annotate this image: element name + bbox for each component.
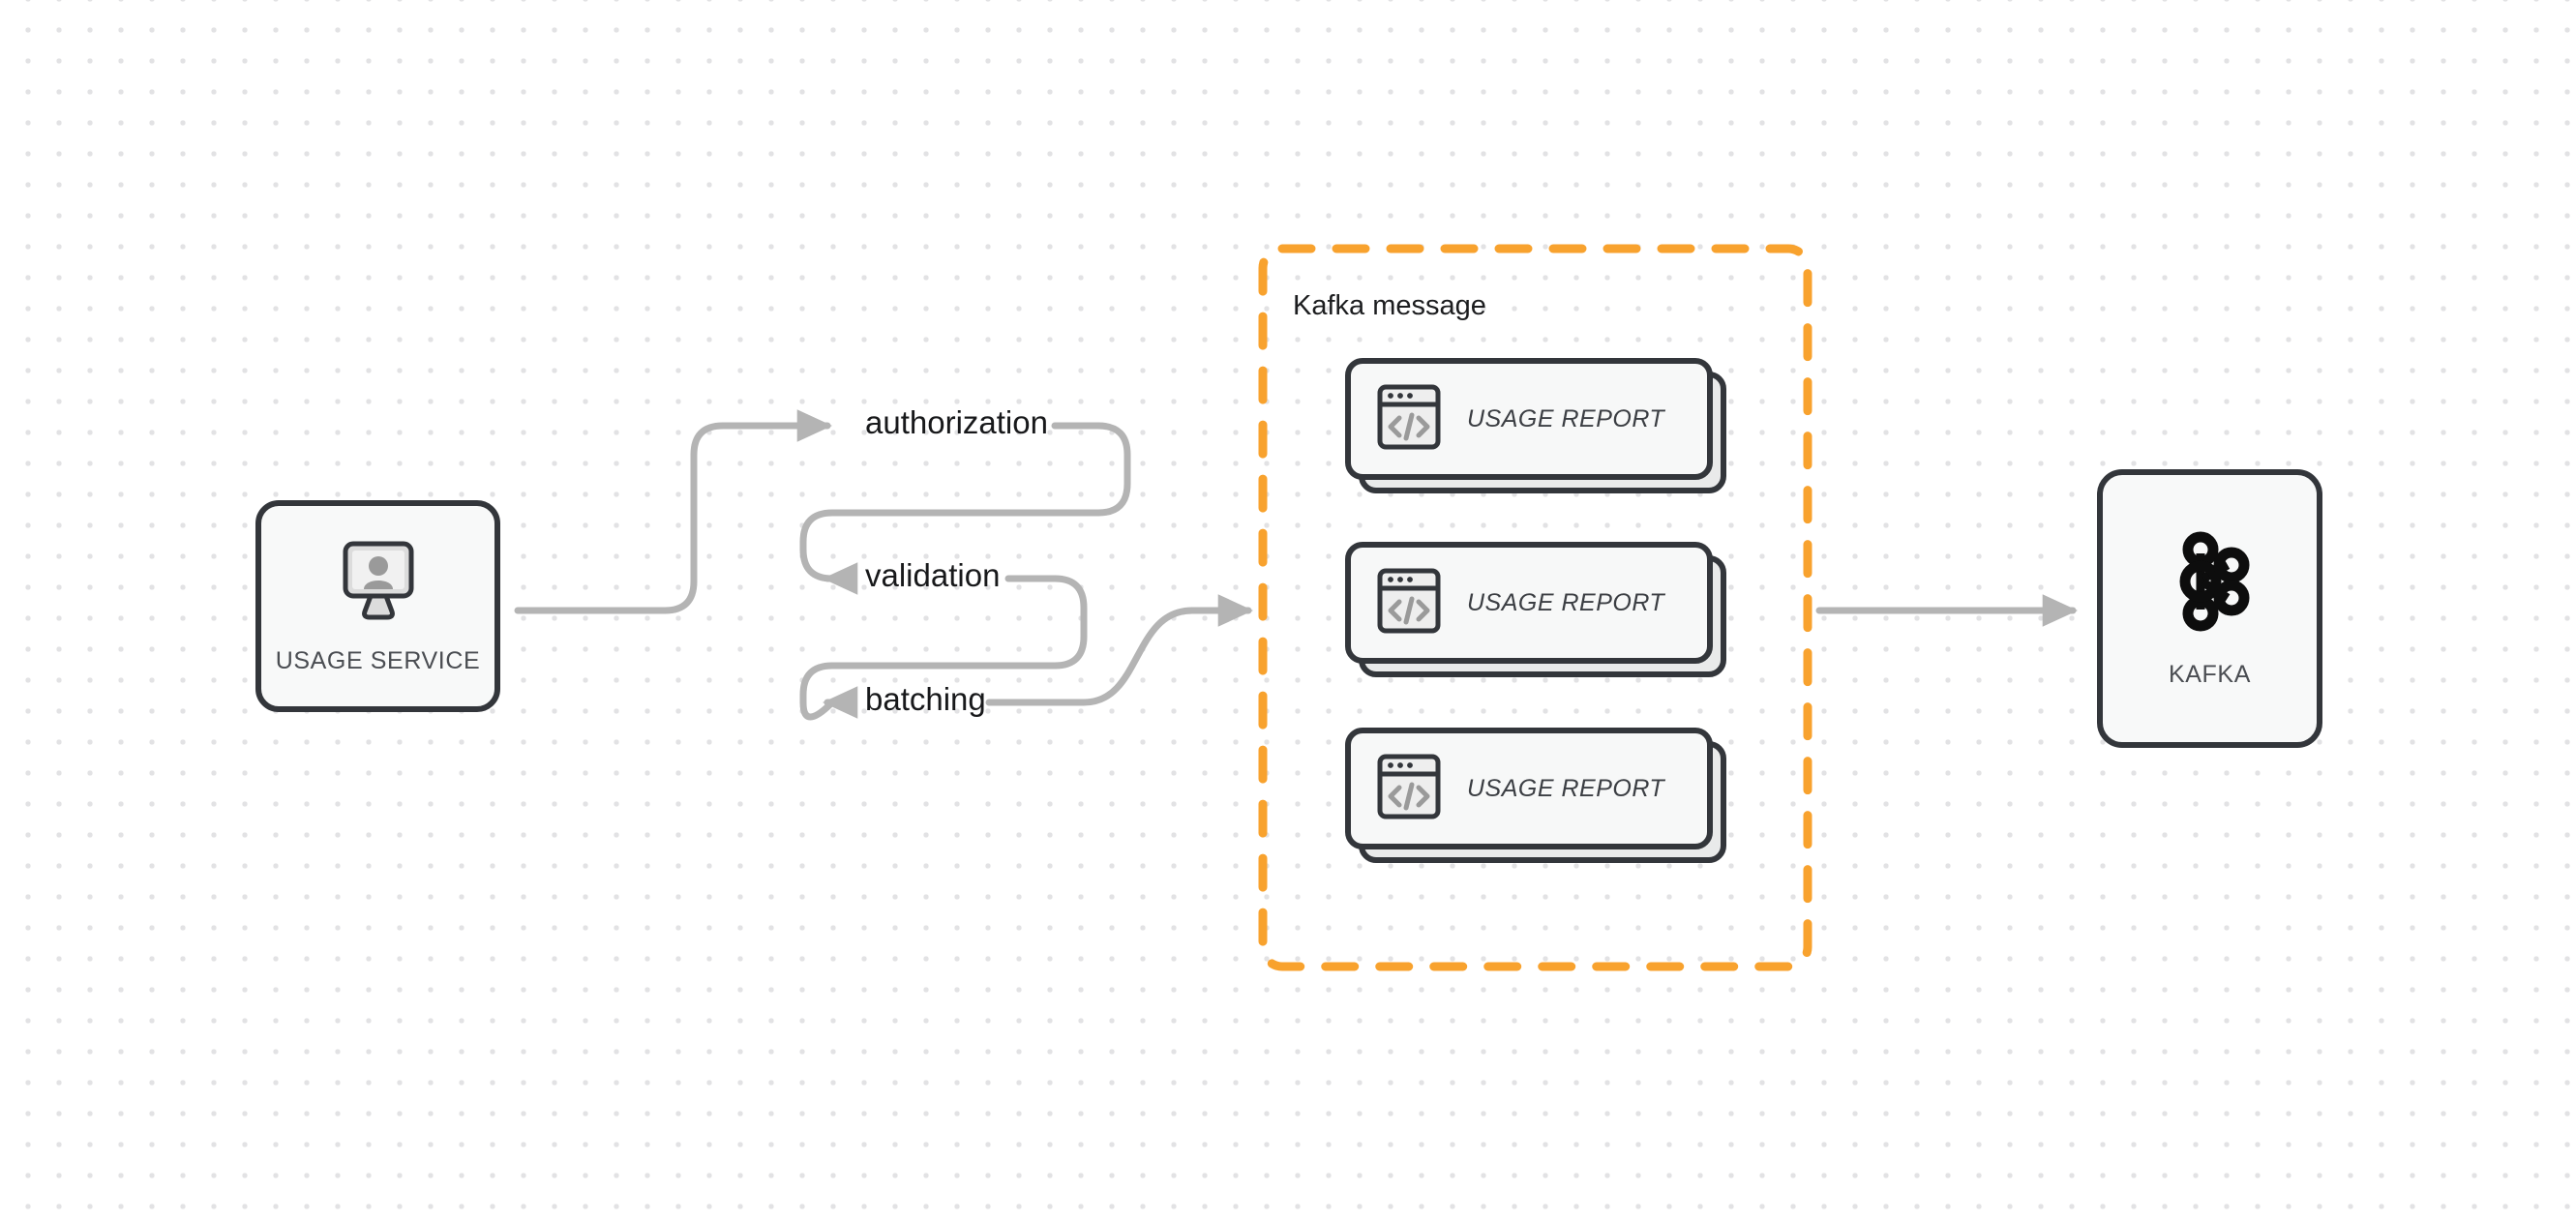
card-front[interactable]: USAGE REPORT (1345, 728, 1713, 849)
usage-report-label: USAGE REPORT (1467, 404, 1665, 432)
card-front[interactable]: USAGE REPORT (1345, 542, 1713, 664)
step-label-authorization[interactable]: authorization (865, 404, 1048, 440)
kafka-logo-icon (2164, 528, 2257, 640)
kafka-message-title: Kafka message (1293, 290, 1486, 321)
group-kafka-message[interactable]: Kafka message USAGE REP (1258, 244, 1812, 971)
connector-authorization-to-validation (799, 422, 1131, 595)
usage-report-card[interactable]: USAGE REPORT (1345, 358, 1726, 493)
usage-report-card[interactable]: USAGE REPORT (1345, 542, 1726, 677)
usage-report-card[interactable]: USAGE REPORT (1345, 728, 1726, 863)
step-label-validation[interactable]: validation (865, 557, 1001, 593)
node-usage-service[interactable]: USAGE SERVICE (255, 500, 500, 712)
usage-report-label: USAGE REPORT (1467, 774, 1665, 802)
node-usage-service-label: USAGE SERVICE (275, 646, 481, 674)
monitor-user-icon (332, 538, 425, 632)
usage-report-label: USAGE REPORT (1467, 588, 1665, 616)
code-window-icon (1376, 383, 1442, 456)
code-window-icon (1376, 567, 1442, 640)
card-front[interactable]: USAGE REPORT (1345, 358, 1713, 480)
step-label-batching[interactable]: batching (865, 681, 986, 717)
node-kafka-label: KAFKA (2169, 661, 2251, 688)
code-window-icon (1376, 753, 1442, 825)
connector-batching-to-kafka-message (985, 594, 1254, 706)
node-kafka[interactable]: KAFKA (2097, 469, 2322, 748)
connector-service-to-authorization (514, 409, 833, 614)
